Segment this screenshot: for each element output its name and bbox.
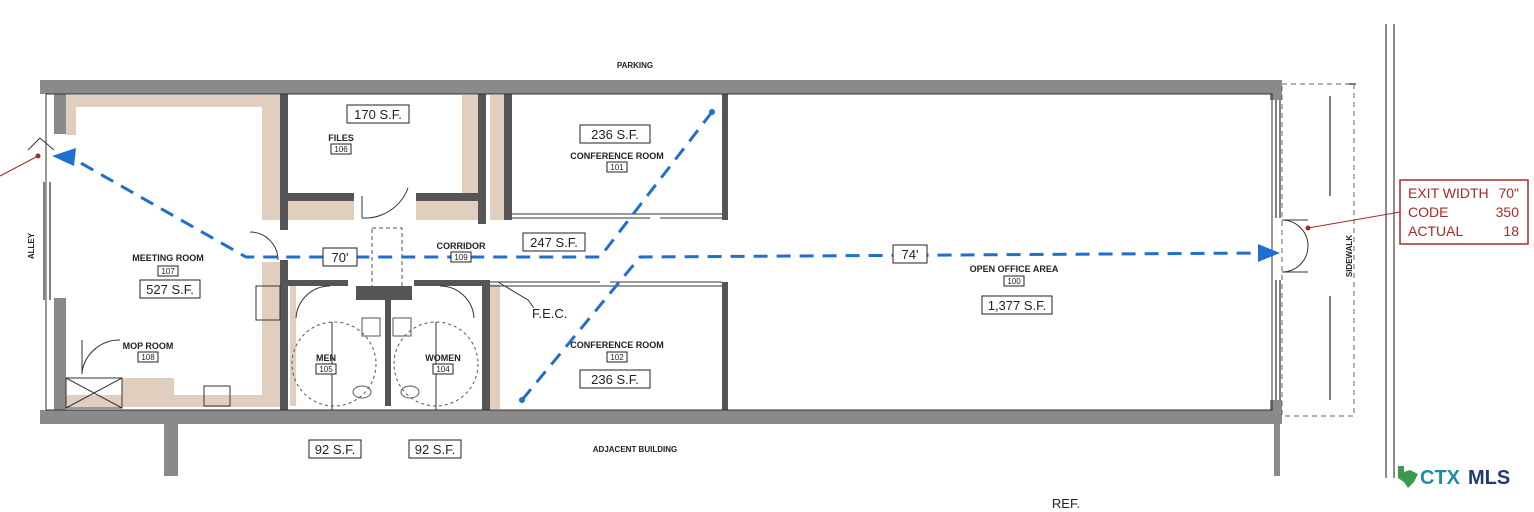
label-parking: PARKING bbox=[617, 61, 653, 70]
floor-area bbox=[46, 84, 1280, 424]
open-office-name: OPEN OFFICE AREA bbox=[970, 264, 1059, 274]
egress-arrow-left bbox=[52, 148, 76, 166]
leader-dot-left bbox=[35, 153, 41, 159]
men-name: MEN bbox=[316, 353, 336, 363]
exterior-walls bbox=[40, 80, 1282, 476]
men-number: 105 bbox=[319, 365, 333, 374]
meeting-number: 107 bbox=[161, 267, 175, 276]
exit-table-box bbox=[1399, 179, 1529, 245]
egress-paths bbox=[71, 111, 1263, 401]
egress-dot-bottom bbox=[519, 397, 525, 403]
conf101-number: 101 bbox=[610, 163, 624, 172]
conf102-name: CONFERENCE ROOM bbox=[570, 340, 664, 350]
label-adjacent-building: ADJACENT BUILDING bbox=[593, 445, 677, 454]
conf101-area: 236 S.F. bbox=[591, 127, 639, 142]
egress-dot-top bbox=[709, 109, 715, 115]
egress-distance-left: 70' bbox=[332, 250, 349, 265]
exit-row-2-value: 350 bbox=[1496, 204, 1520, 220]
open-office-number: 100 bbox=[1007, 277, 1021, 286]
exit-row-1-label: EXIT WIDTH bbox=[1408, 185, 1489, 201]
women-area: 92 S.F. bbox=[415, 442, 455, 457]
women-name: WOMEN bbox=[425, 353, 461, 363]
exit-row-2-label: CODE bbox=[1408, 204, 1448, 220]
windows bbox=[43, 83, 1356, 400]
corridor-number: 109 bbox=[454, 253, 468, 262]
leader-dot-right bbox=[1305, 225, 1311, 231]
corridor-name: CORRIDOR bbox=[437, 241, 486, 251]
label-ref: REF. bbox=[1052, 496, 1080, 511]
egress-distance-right: 74' bbox=[902, 247, 919, 262]
egress-arrow-right bbox=[1258, 244, 1280, 262]
sidewalk-dashed bbox=[1281, 83, 1355, 417]
label-boxes bbox=[137, 104, 1053, 459]
mop-number: 108 bbox=[141, 353, 155, 362]
meeting-name: MEETING ROOM bbox=[132, 253, 204, 263]
conf102-area: 236 S.F. bbox=[591, 372, 639, 387]
files-name: FILES bbox=[328, 133, 354, 143]
mop-name: MOP ROOM bbox=[123, 341, 174, 351]
conf102-number: 102 bbox=[610, 353, 624, 362]
women-number: 104 bbox=[436, 365, 450, 374]
conf101-name: CONFERENCE ROOM bbox=[570, 151, 664, 161]
exit-row-1-value: 70" bbox=[1498, 185, 1519, 201]
exit-row-3-label: ACTUAL bbox=[1408, 223, 1463, 239]
texas-icon bbox=[1398, 466, 1418, 488]
door-swings bbox=[27, 137, 1309, 374]
files-area: 170 S.F. bbox=[354, 107, 402, 122]
label-alley: ALLEY bbox=[27, 232, 36, 259]
fec-label: F.E.C. bbox=[532, 306, 567, 321]
interior-walls bbox=[280, 94, 728, 410]
corridor-area: 247 S.F. bbox=[530, 235, 578, 250]
callout-leaders bbox=[0, 155, 1401, 229]
fec-leader bbox=[497, 281, 535, 309]
files-number: 106 bbox=[334, 145, 348, 154]
finish-strips bbox=[66, 95, 504, 409]
ctxmls-logo: CTX MLS bbox=[1398, 466, 1510, 489]
label-sidewalk: SIDEWALK bbox=[1345, 235, 1354, 277]
meeting-area: 527 S.F. bbox=[146, 282, 194, 297]
logo-mls: MLS bbox=[1468, 467, 1510, 489]
exit-row-3-value: 18 bbox=[1503, 223, 1519, 239]
adjacent-edge bbox=[1385, 24, 1395, 478]
open-office-area: 1,377 S.F. bbox=[988, 298, 1047, 313]
men-area: 92 S.F. bbox=[315, 442, 355, 457]
logo-ctx: CTX bbox=[1420, 467, 1461, 489]
